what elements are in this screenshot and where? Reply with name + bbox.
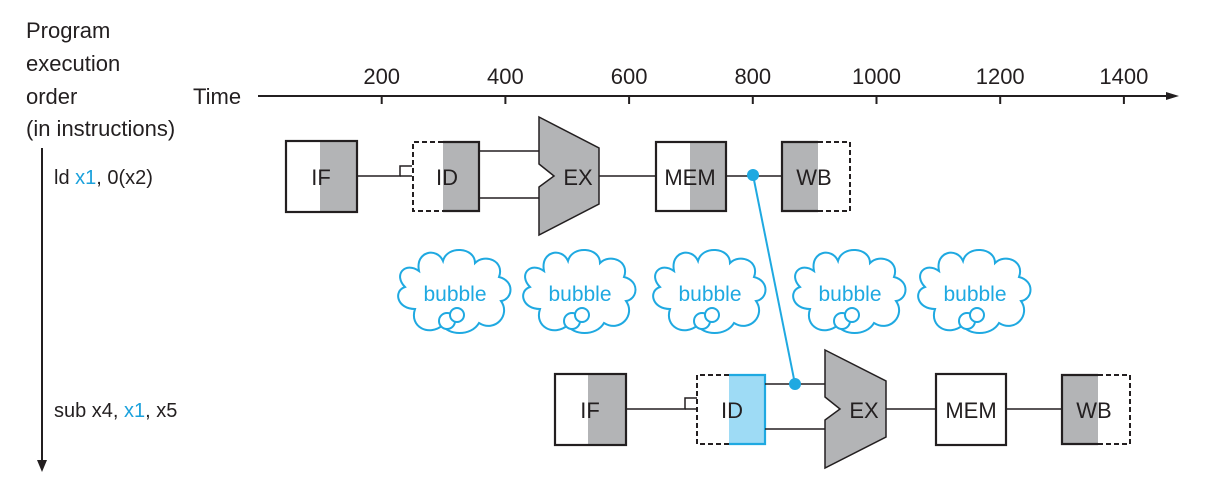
bubble-3: bubble [652, 249, 767, 334]
alu-shape-icon [538, 115, 600, 237]
cloud-icon [522, 249, 637, 334]
bubble-1: bubble [397, 249, 512, 334]
forward-dest-dot [789, 378, 801, 390]
mem-label: MEM [664, 165, 715, 190]
stage-if-ld: IF [284, 139, 359, 214]
id-label: ID [436, 165, 458, 190]
if-label: IF [311, 165, 331, 190]
stage-wb-ld: WB [780, 140, 851, 213]
wb-label: WB [796, 165, 831, 190]
forwarding-path [752, 174, 796, 385]
instruction-label-sub: sub x4, x1, x5 [54, 400, 177, 422]
if-shade [588, 374, 626, 445]
cloud-puff-icon [969, 307, 985, 323]
cloud-puff-icon [704, 307, 720, 323]
id-shade [443, 142, 479, 211]
title-line-4: (in instructions) [26, 116, 175, 141]
program-order-arrowhead-icon [37, 460, 47, 472]
wb-dashed-border [1098, 374, 1131, 445]
wb-solid-border [780, 140, 818, 213]
wb-shade [782, 142, 818, 211]
bubble-label: bubble [548, 283, 611, 306]
cloud-puff-icon [574, 307, 590, 323]
tick-label-1000: 1000 [852, 64, 901, 89]
id-blue-border [729, 373, 767, 446]
stage-wb-sub: WB [1060, 373, 1131, 446]
cloud-icon [652, 249, 767, 334]
wb-shade [1062, 375, 1098, 444]
instr-sub-part-1: sub x4, [54, 400, 124, 422]
stage-mem-sub: MEM [934, 372, 1008, 447]
if-id-connector [357, 165, 412, 177]
title-line-3: order [26, 84, 77, 109]
stage-id-sub: ID [696, 373, 767, 446]
program-order-title: Program execution order (in instructions… [26, 18, 175, 141]
time-label: Time [193, 84, 241, 109]
alu-shape-icon [824, 348, 887, 470]
ex-label: EX [849, 398, 879, 423]
mem-label: MEM [945, 398, 996, 423]
stage-ex-sub: EX [824, 348, 887, 470]
tick-label-1200: 1200 [976, 64, 1025, 89]
instruction-label-ld: ld x1, 0(x2) [54, 167, 153, 189]
ex-label: EX [563, 165, 593, 190]
instr-sub-reg-x1: x1 [124, 400, 145, 422]
tick-label-200: 200 [363, 64, 400, 89]
time-axis-ticks: 200 400 600 800 1000 1200 1400 [363, 64, 1148, 104]
if-label: IF [580, 398, 600, 423]
instr-ld-part-3: , 0(x2) [96, 167, 153, 189]
instr-ld-reg-x1: x1 [75, 167, 96, 189]
forward-source-dot [747, 169, 759, 181]
cloud-puff-icon [844, 307, 860, 323]
tick-label-800: 800 [734, 64, 771, 89]
mem-shade [690, 142, 726, 211]
bubble-4: bubble [792, 249, 907, 334]
if-shade [320, 141, 357, 212]
wb-dashed-border [818, 141, 851, 212]
stall-bubbles: bubble bubble bubble bubble bubble [397, 249, 1032, 334]
title-line-2: execution [26, 51, 120, 76]
wb-label: WB [1076, 398, 1111, 423]
pipeline-row-ld: IF ID EX MEM [284, 115, 851, 237]
tick-label-600: 600 [611, 64, 648, 89]
cloud-icon [792, 249, 907, 334]
time-axis-arrowhead-icon [1166, 92, 1179, 100]
id-solid-border [443, 140, 481, 213]
stage-mem-ld: MEM [654, 140, 728, 213]
id-label: ID [721, 398, 743, 423]
tick-label-400: 400 [487, 64, 524, 89]
stage-if-sub: IF [553, 372, 628, 447]
bubble-label: bubble [678, 283, 741, 306]
cloud-icon [917, 249, 1032, 334]
bubble-label: bubble [943, 283, 1006, 306]
stage-id-ld: ID [412, 140, 481, 213]
instr-sub-part-3: , x5 [145, 400, 177, 422]
if-id-connector [626, 397, 697, 410]
id-shade-blue [729, 375, 765, 444]
id-dashed-border [696, 374, 729, 445]
bubble-label: bubble [423, 283, 486, 306]
cloud-icon [397, 249, 512, 334]
wb-solid-border [1060, 373, 1098, 446]
title-line-1: Program [26, 18, 110, 43]
instr-ld-part-1: ld [54, 167, 75, 189]
mem-box [934, 372, 1008, 447]
bubble-2: bubble [522, 249, 637, 334]
tick-label-1400: 1400 [1099, 64, 1148, 89]
stage-ex-ld: EX [538, 115, 600, 237]
bubble-5: bubble [917, 249, 1032, 334]
pipeline-row-sub: IF ID EX MEM WB [553, 348, 1131, 470]
cloud-puff-icon [449, 307, 465, 323]
id-dashed-border [412, 141, 443, 212]
bubble-label: bubble [818, 283, 881, 306]
